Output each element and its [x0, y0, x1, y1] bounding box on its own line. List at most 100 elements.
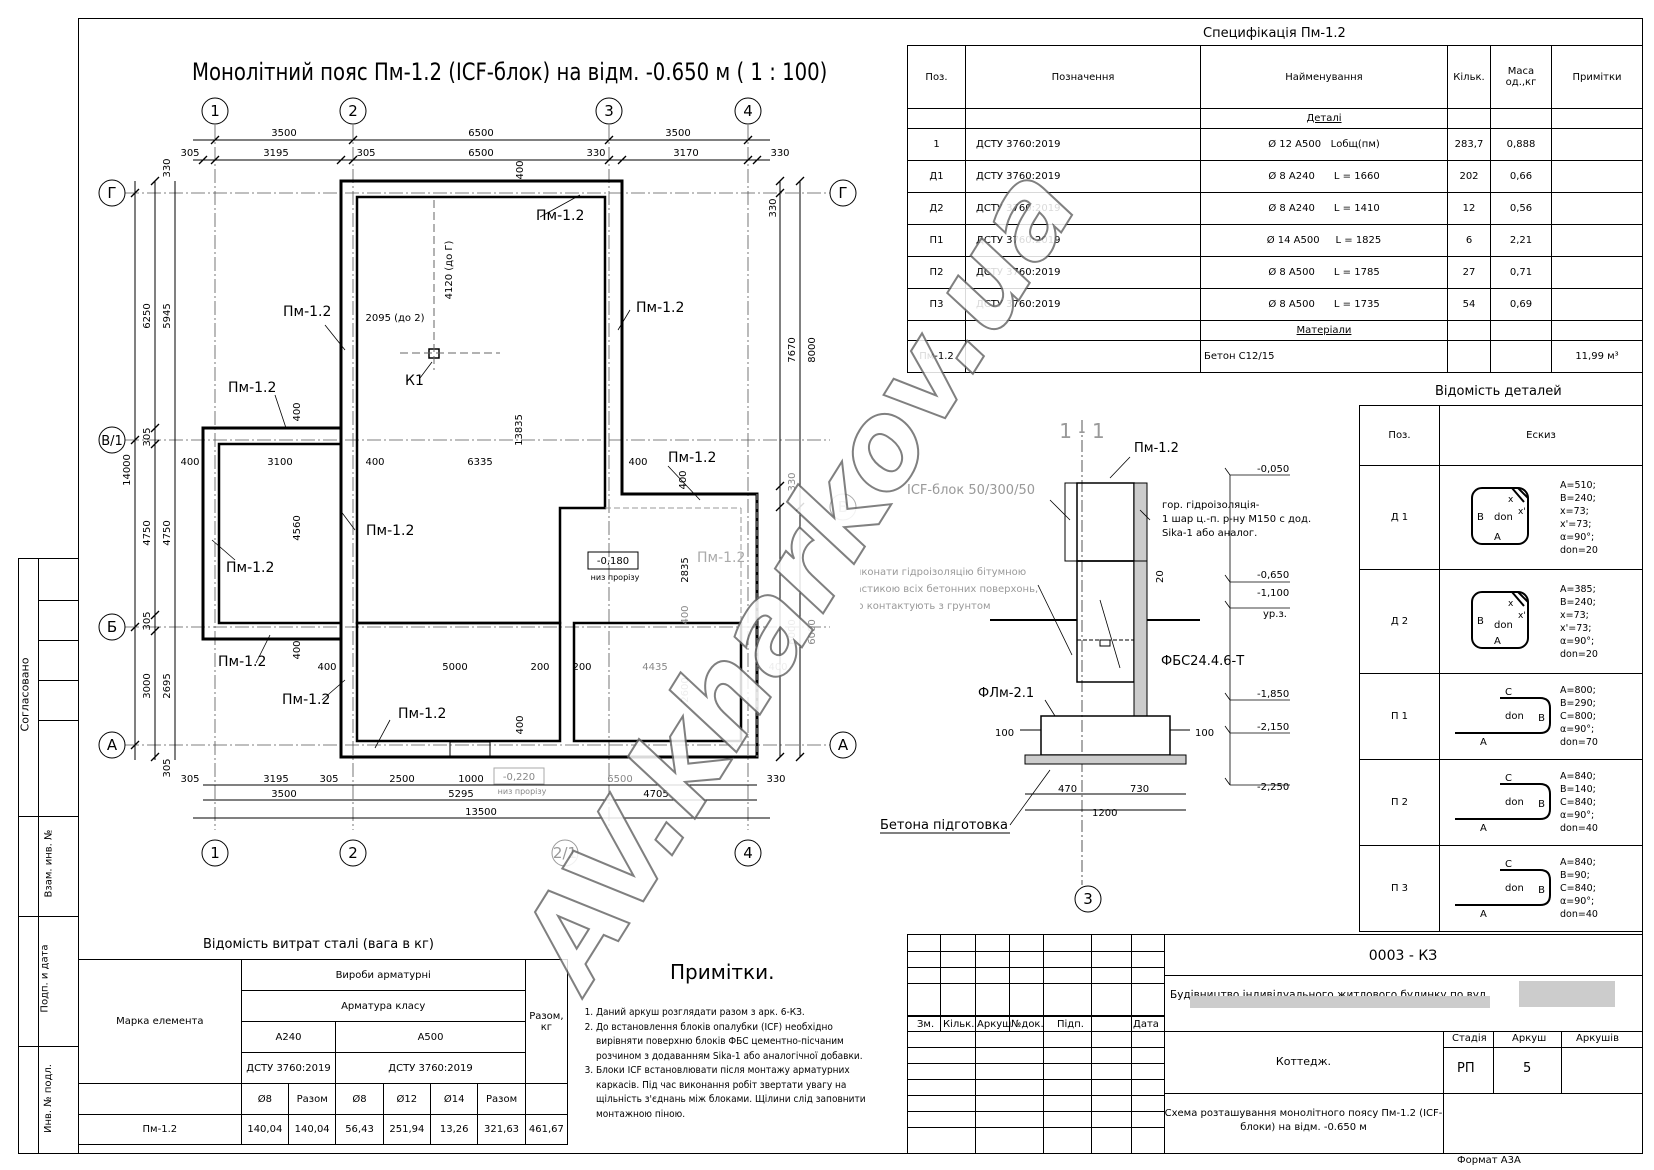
svg-text:x: x — [1508, 599, 1514, 609]
stamp-sheet: 5 — [1523, 1061, 1532, 1076]
svg-text:4705: 4705 — [643, 789, 668, 800]
steel-title: Відомість витрат сталі (вага в кг) — [203, 937, 434, 952]
svg-text:що контактують з грунтом: що контактують з грунтом — [860, 601, 991, 612]
svg-text:don: don — [1505, 883, 1524, 894]
svg-text:470: 470 — [1058, 784, 1077, 795]
svg-text:5945: 5945 — [162, 303, 173, 328]
svg-text:2695: 2695 — [162, 673, 173, 698]
svg-text:2095 (до 2): 2095 (до 2) — [365, 313, 424, 324]
title-block: Зм. Кільк. Аркуш №док. Підп. Дата 0003 -… — [907, 934, 1643, 1154]
svg-text:-0,180: -0,180 — [597, 556, 629, 567]
axis-v1-label: В/1 — [101, 434, 123, 449]
svg-text:ICF-блок 50/300/50: ICF-блок 50/300/50 — [907, 483, 1035, 498]
svg-text:-2,150: -2,150 — [1257, 722, 1289, 733]
svg-text:3170: 3170 — [673, 148, 698, 159]
svg-text:B: B — [1477, 616, 1484, 627]
svg-text:305: 305 — [162, 758, 173, 777]
svg-text:-1,100: -1,100 — [1257, 588, 1289, 599]
svg-text:Пм-1.2: Пм-1.2 — [636, 300, 684, 316]
axis-2-bottom-label: 2 — [348, 844, 358, 862]
svg-text:400: 400 — [180, 457, 199, 468]
svg-text:-0,220: -0,220 — [503, 772, 535, 783]
svg-text:-2,250: -2,250 — [1257, 782, 1289, 793]
svg-text:330: 330 — [766, 774, 785, 785]
svg-text:A: A — [1480, 823, 1487, 833]
svg-text:305: 305 — [180, 774, 199, 785]
svg-text:-0,650: -0,650 — [1257, 570, 1289, 581]
notes-title: Примітки. — [670, 960, 775, 984]
svg-text:4750: 4750 — [162, 520, 173, 545]
axis-a-right-label: А — [838, 736, 849, 754]
svg-text:100: 100 — [995, 728, 1014, 739]
side-stamp: Согласовано Взам. инв. № Подп. и дата Ин… — [18, 558, 78, 1154]
svg-text:400: 400 — [292, 640, 303, 659]
svg-text:330: 330 — [770, 148, 789, 159]
svg-text:мастикою всіх бетонних поверхо: мастикою всіх бетонних поверхонь, — [860, 583, 1038, 595]
side-agreed: Согласовано — [18, 657, 32, 732]
svg-text:Пм-1.2: Пм-1.2 — [228, 380, 276, 396]
svg-text:4120 (до Г): 4120 (до Г) — [444, 241, 455, 300]
sheet-frame — [78, 18, 1643, 1154]
axis-4-bottom-label: 4 — [743, 844, 753, 862]
svg-text:400: 400 — [515, 160, 526, 179]
svg-text:1 - 1: 1 - 1 — [1059, 419, 1104, 443]
axis-1-bottom-label: 1 — [210, 844, 220, 862]
svg-text:2835: 2835 — [680, 557, 691, 582]
concrete-prep-label: Бетона підготовка — [880, 818, 1008, 833]
section-1-1: 1 - 1 Пм-1.2 ICF-блок 50/300/50 гор. гід… — [860, 419, 1311, 913]
svg-text:B: B — [1538, 799, 1545, 810]
svg-text:400: 400 — [678, 470, 689, 489]
side-inv-orig: Инв. № подл. — [43, 1064, 54, 1133]
axis-g-right-label: Г — [838, 184, 847, 202]
svg-text:C: C — [1505, 859, 1512, 870]
svg-text:A: A — [1480, 737, 1487, 747]
axis-3-top-label: 3 — [604, 102, 614, 120]
svg-text:400: 400 — [317, 662, 336, 673]
svg-text:-1,850: -1,850 — [1257, 689, 1289, 700]
side-sign-date: Подп. и дата — [39, 944, 51, 1013]
svg-text:200: 200 — [530, 662, 549, 673]
stamp-code: 0003 - КЗ — [1368, 948, 1438, 964]
plan-title: Монолітний пояс Пм-1.2 (ICF-блок) на від… — [192, 58, 828, 86]
svg-text:Пм-1.2: Пм-1.2 — [226, 560, 274, 576]
svg-text:5000: 5000 — [442, 662, 467, 673]
svg-text:400: 400 — [680, 605, 691, 624]
svg-text:B: B — [1538, 885, 1545, 896]
svg-text:14000: 14000 — [122, 454, 133, 486]
svg-text:Пм-1.2: Пм-1.2 — [218, 654, 266, 670]
axis-4-top-label: 4 — [743, 102, 753, 120]
svg-text:B: B — [1477, 512, 1484, 523]
svg-text:7670: 7670 — [787, 337, 798, 362]
svg-text:1000: 1000 — [458, 774, 483, 785]
axis-1-top-label: 1 — [210, 102, 220, 120]
svg-text:Пм-1.2: Пм-1.2 — [398, 706, 446, 722]
svg-text:400: 400 — [515, 715, 526, 734]
svg-text:Пм-1.2: Пм-1.2 — [536, 208, 584, 224]
svg-text:6250: 6250 — [142, 303, 153, 328]
svg-text:3000: 3000 — [142, 673, 153, 698]
svg-text:3500: 3500 — [271, 128, 296, 139]
stamp-object: Коттедж. — [1275, 1055, 1332, 1068]
svg-text:6500: 6500 — [607, 774, 632, 785]
svg-text:330: 330 — [768, 198, 779, 217]
svg-text:3500: 3500 — [271, 789, 296, 800]
axis-b-label: Б — [107, 618, 117, 636]
svg-text:3: 3 — [1083, 890, 1093, 908]
svg-text:Sika-1 або аналог.: Sika-1 або аналог. — [1162, 528, 1257, 539]
svg-text:4435: 4435 — [642, 662, 667, 673]
redacted-address — [1190, 996, 1490, 1008]
svg-text:400: 400 — [628, 457, 647, 468]
stamp-description: Схема розташування монолітного поясу Пм-… — [1164, 1108, 1443, 1133]
svg-text:100: 100 — [1195, 728, 1214, 739]
stamp-stage: РП — [1457, 1061, 1475, 1076]
